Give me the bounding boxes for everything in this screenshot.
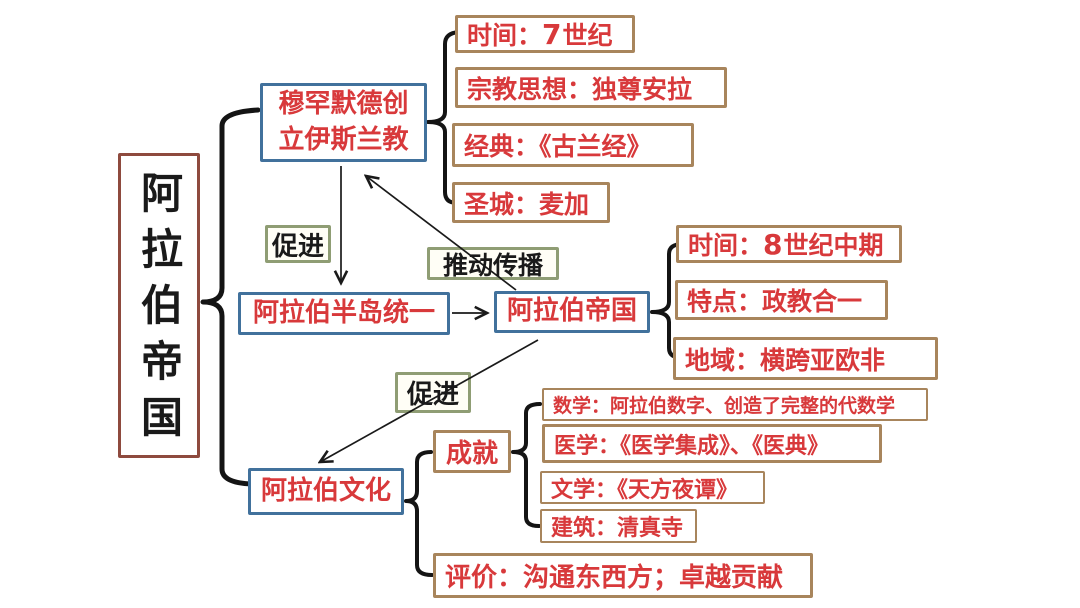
connector-label-promote-bottom: 促进 [395,372,471,413]
brace-achievements [511,402,542,528]
detail-empire-time-suffix: 世纪中期 [783,231,884,260]
detail-achievement-literature: 文学：《天方夜谭》 [540,471,765,504]
detail-culture-evaluation: 评价：沟通东西方；卓越贡献 [433,553,813,598]
detail-empire-region: 地域：横跨亚欧非 [673,337,938,380]
detail-islam-time-number: 7 [542,17,563,51]
detail-empire-time-prefix: 时间： [688,231,764,260]
node-peninsula-unification: 阿拉伯半岛统一 [238,292,450,335]
root-node-arab-empire: 阿拉伯帝国 [118,153,200,458]
detail-islam-classic: 经典：《古兰经》 [452,123,694,167]
detail-islam-holy-city: 圣城：麦加 [452,182,610,223]
detail-achievement-architecture: 建筑：清真寺 [540,509,697,543]
brace-islam [426,30,461,205]
detail-islam-religion: 宗教思想：独尊安拉 [455,67,727,108]
node-achievements: 成就 [433,430,511,473]
node-arab-empire: 阿拉伯帝国 [494,291,650,333]
brace-empire [650,242,685,360]
brace-culture [404,450,434,577]
detail-islam-time-prefix: 时间： [467,21,543,50]
detail-achievement-math: 数学：阿拉伯数字、创造了完整的代数学 [542,388,928,421]
brace-root [200,107,261,487]
connector-label-spread: 推动传播 [427,247,559,280]
connector-label-promote-top: 促进 [265,225,331,263]
node-arab-culture: 阿拉伯文化 [248,468,404,515]
detail-empire-time-number: 8 [763,227,784,261]
detail-achievement-medicine: 医学：《医学集成》、《医典》 [542,424,882,463]
detail-islam-time-suffix: 世纪 [562,21,613,50]
node-muhammad-islam: 穆罕默德创立伊斯兰教 [260,83,427,162]
detail-empire-feature: 特点：政教合一 [675,280,888,320]
